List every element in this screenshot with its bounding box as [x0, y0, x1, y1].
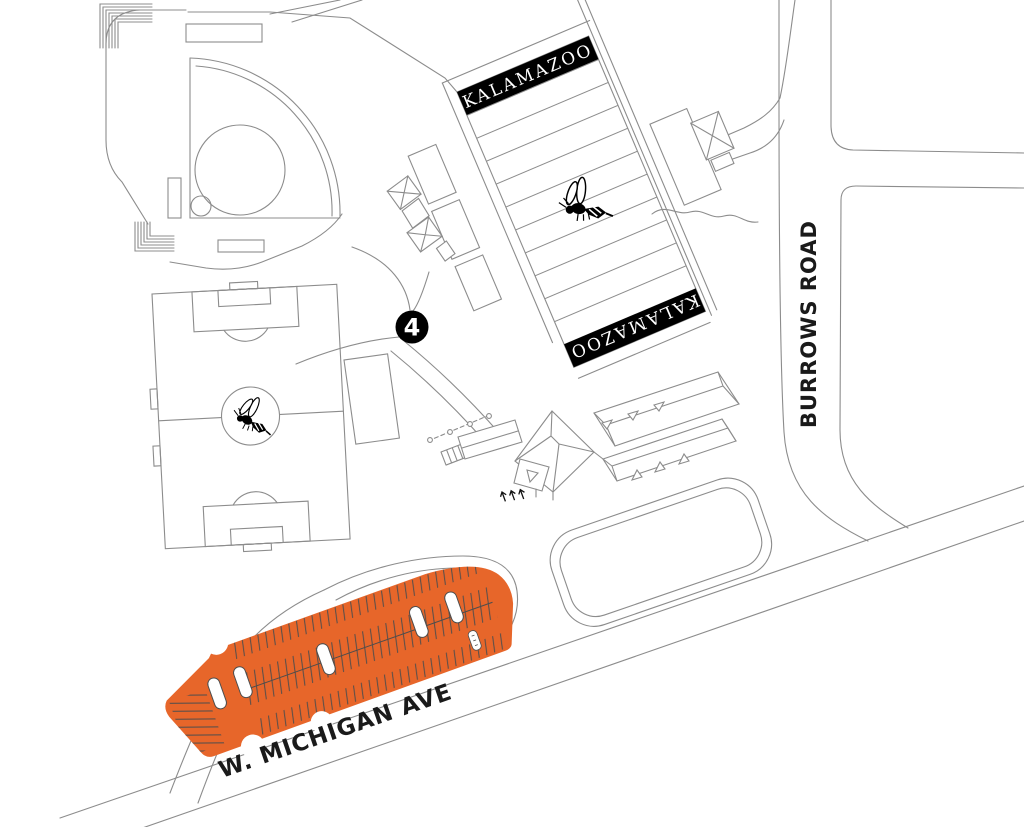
corner-bleachers-northwest [99, 3, 153, 49]
foul-lines [189, 57, 341, 219]
scoreboard [690, 110, 735, 173]
dugout-west [167, 177, 182, 219]
burrows-road-east-edge-south [839, 185, 1024, 529]
park-boundary-top [187, 11, 458, 93]
entry-tower [513, 458, 550, 492]
baseball-field [99, 0, 458, 270]
penalty-area-top [191, 285, 300, 333]
south-annex [602, 418, 737, 482]
east-walkway-inner [580, 0, 718, 311]
corner-bleachers-southwest [134, 221, 175, 252]
west-low-wing [457, 419, 523, 460]
lawn-oval [549, 477, 773, 627]
park-path-exit-top [269, 0, 363, 23]
entrance-notches [204, 630, 333, 759]
penalty-arc-top [223, 327, 269, 342]
grandstand-top-rect [185, 23, 263, 43]
team-bench-1 [149, 388, 159, 410]
endzone-bottom [564, 288, 706, 368]
burrows-road-west-shoulder [715, 0, 796, 141]
infield-circle [194, 124, 286, 216]
map-marker-4[interactable]: 4 [395, 310, 429, 344]
east-walkway-outer [574, 0, 713, 316]
goal-bottom [242, 542, 273, 553]
tree-line-edge [651, 209, 759, 223]
burrows-road-west-edge [778, 0, 869, 542]
warning-track [195, 65, 333, 217]
goal-area-top [217, 287, 272, 308]
stadium-driveway-south-edge [723, 119, 785, 163]
soccer-bleachers [343, 353, 401, 445]
penalty-arc-bottom [232, 491, 278, 506]
goal-top [228, 280, 259, 291]
apron-bottom [577, 321, 711, 379]
burrows-road-label: BURROWS ROAD [797, 220, 821, 428]
athletic-building-complex [427, 371, 740, 502]
goal-area-bottom [229, 525, 284, 546]
endzone-top [456, 36, 599, 116]
michigan-ave-south-edge [143, 520, 1024, 827]
press-box [386, 175, 456, 262]
park-boundary-south [169, 213, 343, 270]
burrows-road-east-edge-north [830, 0, 1024, 154]
walkway-left [441, 82, 554, 344]
penalty-area-bottom [202, 500, 311, 548]
soccer-field [149, 280, 351, 553]
road-network [59, 0, 1024, 827]
marker-number: 4 [404, 314, 421, 342]
pedestrian-paths [295, 246, 501, 445]
fence-line [427, 413, 493, 443]
parking-lot-highlighted[interactable] [146, 533, 535, 781]
team-bench-2 [152, 445, 162, 467]
lot-sign [467, 630, 482, 651]
parking-islands [207, 591, 464, 710]
football-stadium: KALAMAZOO KALAMAZOO [386, 0, 735, 379]
marker-circle[interactable] [395, 310, 429, 344]
dugout-south [217, 239, 265, 253]
home-plate-circle [190, 195, 212, 217]
outfield-fence [189, 57, 341, 217]
main-hall [593, 371, 740, 447]
entrance-arrows [499, 488, 525, 502]
michigan-ave-north-edge [59, 485, 1024, 819]
building-connectors [535, 451, 604, 501]
walkway-top [441, 19, 591, 84]
